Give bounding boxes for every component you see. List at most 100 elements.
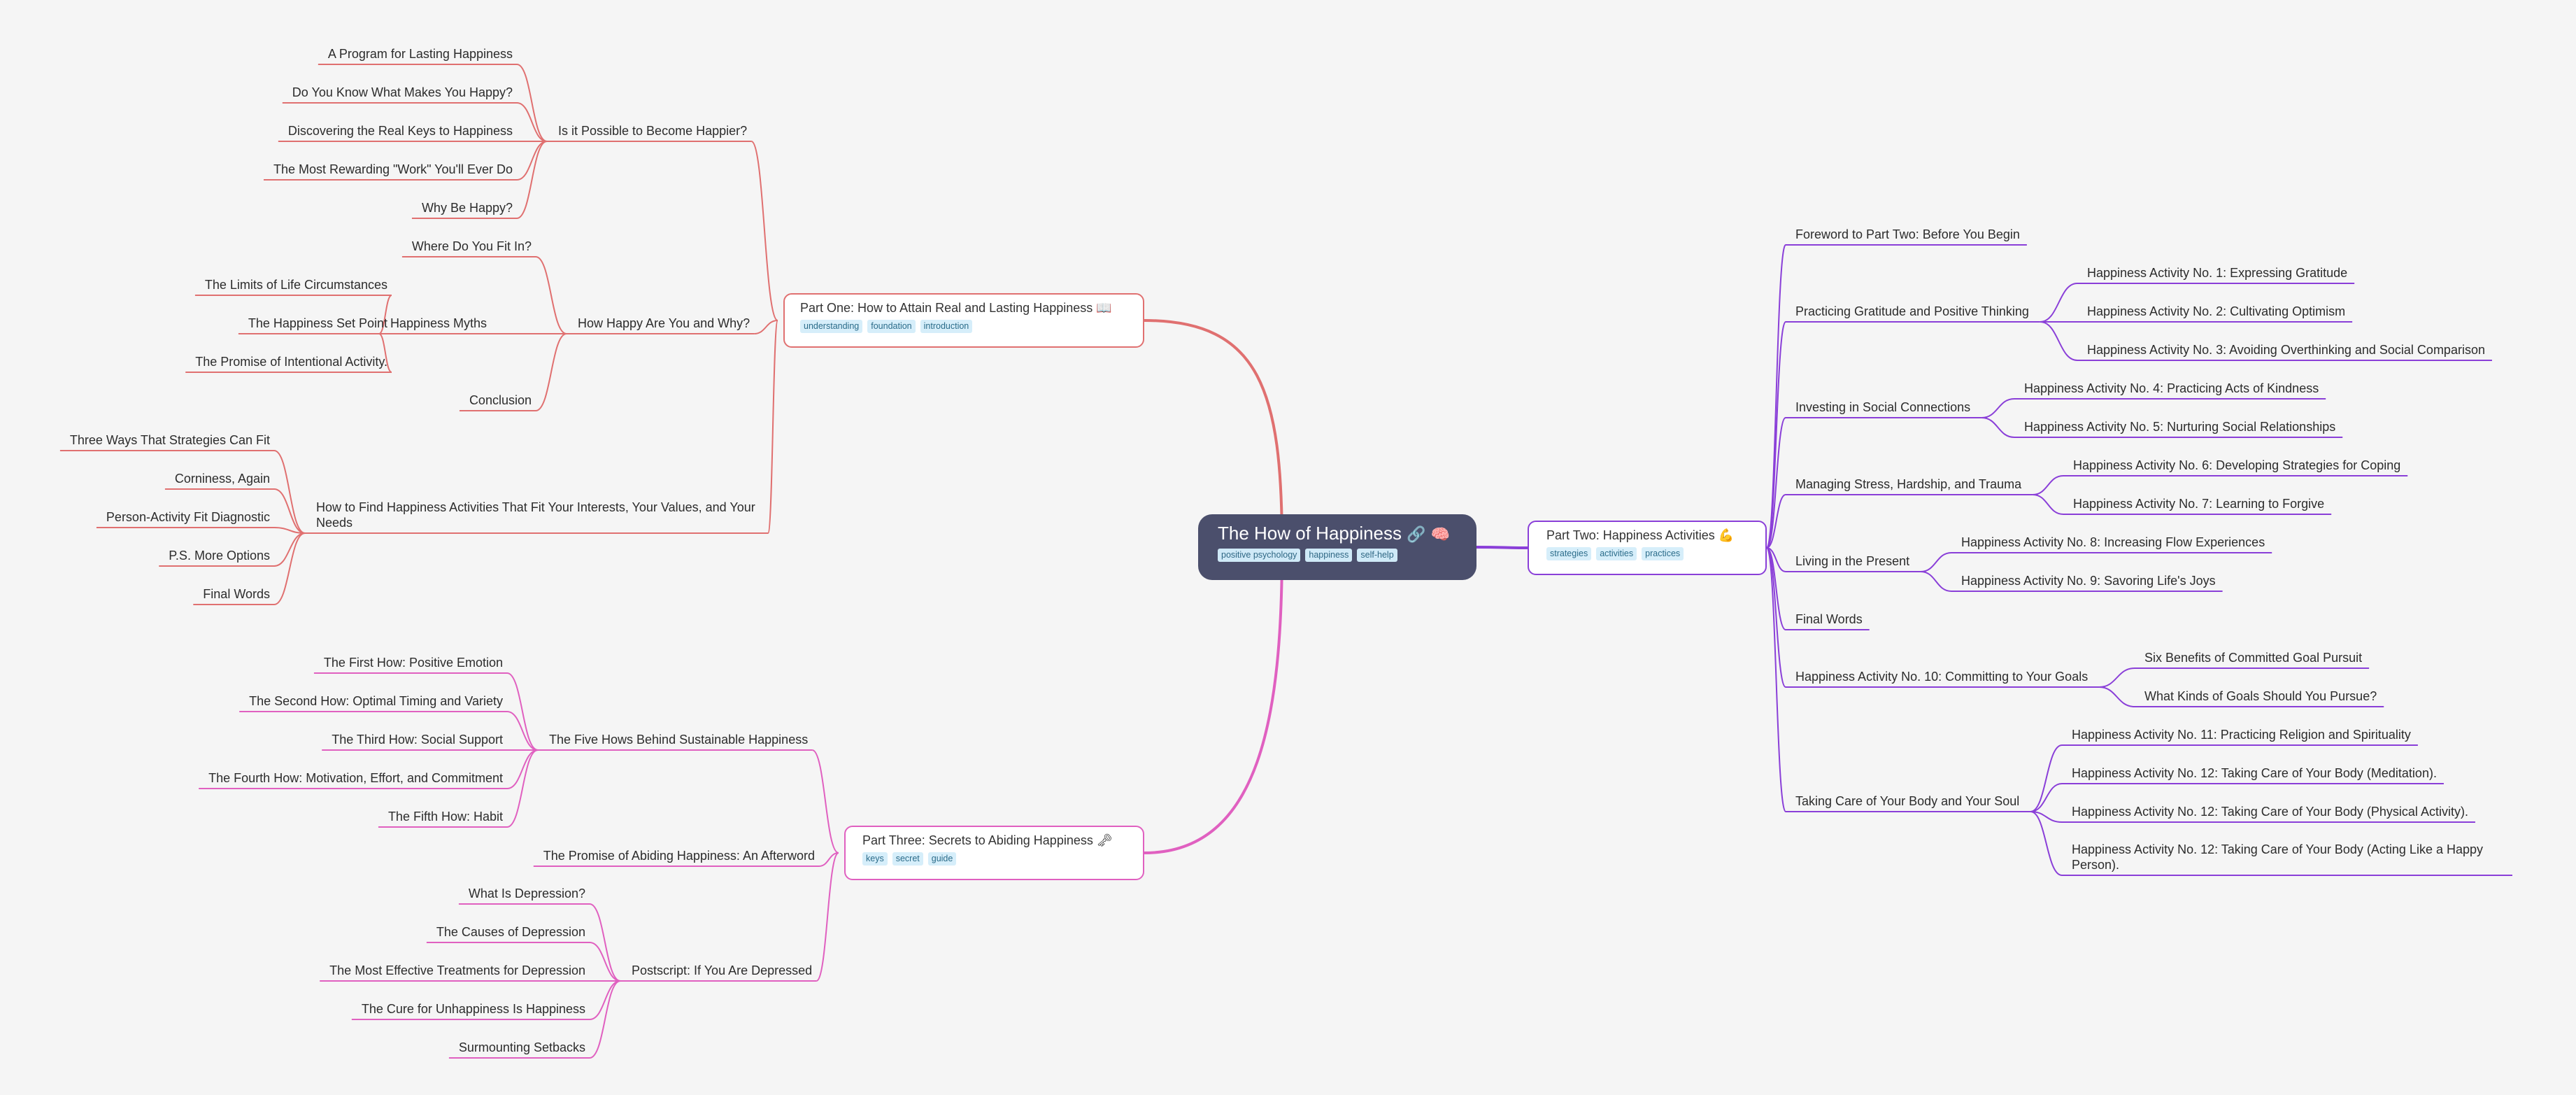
section-label[interactable]: How Happy Are You and Why?: [578, 316, 750, 330]
branch-curve: [506, 749, 539, 789]
leaf-label[interactable]: Happiness Activity No. 8: Increasing Flo…: [1961, 535, 2265, 549]
leaf-label[interactable]: The Causes of Depression: [436, 925, 585, 939]
leaf-label[interactable]: Final Words: [203, 587, 270, 601]
branch-curve: [273, 527, 306, 534]
leaf-label[interactable]: Happiness Activity No. 5: Nurturing Soci…: [2024, 420, 2336, 434]
tag: guide: [927, 852, 957, 866]
branch-curve: [589, 980, 621, 1059]
leaf-label[interactable]: The Limits of Life Circumstances: [204, 278, 387, 292]
branch-curve: [1921, 571, 1952, 592]
section-label[interactable]: Is it Possible to Become Happier?: [558, 124, 748, 138]
leaf-label[interactable]: A Program for Lasting Happiness: [327, 47, 513, 61]
section-label[interactable]: Living in the Present: [1795, 554, 1910, 568]
leaf-label[interactable]: Six Benefits of Committed Goal Pursuit: [2144, 651, 2363, 665]
branch-curve: [2033, 494, 2064, 515]
branch-curve: [1921, 552, 1952, 572]
branch-curve: [1766, 244, 1786, 549]
section-label[interactable]: Final Words: [1795, 612, 1863, 626]
leaf-label[interactable]: Discovering the Real Keys to Happiness: [287, 124, 513, 138]
branch-curve: [516, 141, 548, 181]
section-label[interactable]: Happiness Activity No. 10: Committing to…: [1795, 670, 2088, 684]
leaf-label[interactable]: Corniness, Again: [174, 472, 270, 486]
section-label[interactable]: Investing in Social Connections: [1795, 400, 1971, 414]
branch-curve: [535, 333, 567, 411]
branch-curve: [1981, 417, 2015, 438]
branch-curve: [273, 488, 306, 534]
part-two-node[interactable]: Part Two: Happiness Activities 💪 strateg…: [1528, 521, 1767, 575]
leaf-label[interactable]: Where Do You Fit In?: [411, 239, 532, 253]
branch-curve: [589, 980, 621, 1020]
branch-curve: [2040, 283, 2078, 323]
part-three-tags: keys secret guide: [862, 852, 1126, 866]
root-node[interactable]: The How of Happiness 🔗 🧠 positive psycho…: [1198, 514, 1476, 580]
branch-curve: [1766, 547, 1786, 812]
leaf-label[interactable]: Person-Activity Fit Diagnostic: [106, 510, 270, 524]
leaf-label[interactable]: What Is Depression?: [468, 886, 585, 900]
leaf-label[interactable]: Happiness Activity No. 4: Practicing Act…: [2024, 381, 2319, 395]
leaf-label[interactable]: Happiness Activity No. 7: Learning to Fo…: [2073, 497, 2325, 511]
branch-curve: [1766, 547, 1786, 688]
part-two-tags: strategies activities practices: [1546, 547, 1748, 560]
branch-curve: [506, 749, 539, 828]
tag: practices: [1642, 547, 1684, 560]
branch-curve: [273, 532, 306, 567]
tag: happiness: [1305, 549, 1353, 562]
leaf-label[interactable]: The Third How: Social Support: [332, 733, 503, 747]
leaf-label[interactable]: The Fifth How: Habit: [387, 810, 503, 824]
leaf-label[interactable]: The Most Effective Treatments for Depres…: [329, 963, 585, 977]
tag: strategies: [1546, 547, 1592, 560]
section-label[interactable]: Taking Care of Your Body and Your Soul: [1795, 794, 2020, 808]
part-three-node[interactable]: Part Three: Secrets to Abiding Happiness…: [844, 826, 1144, 880]
branch-curve: [811, 749, 839, 854]
leaf-label[interactable]: The Second How: Optimal Timing and Varie…: [249, 694, 503, 708]
leaf-label[interactable]: Happiness Activity No. 12: Taking Care o…: [2072, 842, 2483, 872]
leaf-label[interactable]: Happiness Activity No. 12: Taking Care o…: [2072, 805, 2468, 819]
branch-curve: [535, 256, 567, 334]
brain-icon: 🧠: [1430, 525, 1451, 543]
branch-curve: [1981, 398, 2015, 418]
branch-curve: [516, 141, 548, 219]
leaf-label[interactable]: What Kinds of Goals Should You Pursue?: [2144, 689, 2377, 703]
leaf-label[interactable]: Happiness Activity No. 12: Taking Care o…: [2072, 766, 2437, 780]
leaf-label[interactable]: Happiness Activity No. 6: Developing Str…: [2073, 458, 2401, 472]
leaf-label[interactable]: The Most Rewarding "Work" You'll Ever Do: [273, 162, 513, 176]
leaf-label[interactable]: Conclusion: [469, 393, 532, 407]
branch-curve: [818, 852, 839, 867]
leaf-label[interactable]: Happiness Activity No. 3: Avoiding Overt…: [2087, 343, 2485, 357]
leaf-label[interactable]: Happiness Activity No. 11: Practicing Re…: [2072, 728, 2411, 742]
leaf-label[interactable]: Happiness Activity No. 2: Cultivating Op…: [2087, 304, 2346, 318]
branch-curve: [2099, 686, 2135, 707]
section-label[interactable]: How to Find Happiness Activities That Fi…: [316, 500, 755, 530]
leaf-label[interactable]: Why Be Happy?: [421, 201, 513, 215]
leaf-label[interactable]: The Promise of Intentional Activity.: [195, 355, 387, 369]
tag: foundation: [867, 320, 916, 333]
section-label[interactable]: Managing Stress, Hardship, and Trauma: [1795, 477, 2022, 491]
part-one-node[interactable]: Part One: How to Attain Real and Lasting…: [783, 293, 1144, 348]
leaf-label[interactable]: P.S. More Options: [169, 549, 270, 563]
leaf-label[interactable]: The Cure for Unhappiness Is Happiness: [361, 1002, 585, 1016]
leaf-label[interactable]: Do You Know What Makes You Happy?: [292, 85, 513, 99]
leaf-label[interactable]: Happiness Myths: [390, 316, 487, 330]
part-one-title: Part One: How to Attain Real and Lasting…: [800, 301, 1093, 315]
section-label[interactable]: The Five Hows Behind Sustainable Happine…: [549, 733, 809, 747]
section-label[interactable]: Foreword to Part Two: Before You Begin: [1795, 227, 2020, 241]
section-label[interactable]: The Promise of Abiding Happiness: An Aft…: [543, 849, 815, 863]
tag: understanding: [800, 320, 863, 333]
tag: self-help: [1357, 549, 1397, 562]
leaf-label[interactable]: Surmounting Setbacks: [458, 1040, 585, 1054]
section-label[interactable]: Postscript: If You Are Depressed: [632, 963, 813, 977]
part-one-tags: understanding foundation introduction: [800, 320, 1127, 333]
section-label[interactable]: Practicing Gratitude and Positive Thinki…: [1795, 304, 2029, 318]
leaf-label[interactable]: The Fourth How: Motivation, Effort, and …: [208, 771, 503, 785]
branch-curve: [378, 295, 392, 334]
part-three-title: Part Three: Secrets to Abiding Happiness: [862, 833, 1093, 847]
leaf-label[interactable]: Happiness Activity No. 1: Expressing Gra…: [2087, 266, 2348, 280]
leaf-label[interactable]: Three Ways That Strategies Can Fit: [69, 433, 270, 447]
leaf-label[interactable]: Happiness Activity No. 9: Savoring Life'…: [1961, 574, 2216, 588]
branch-curve: [2040, 321, 2078, 361]
leaf-label[interactable]: The First How: Positive Emotion: [323, 656, 503, 670]
leaf-label[interactable]: The Happiness Set Point: [248, 316, 387, 330]
tag: positive psychology: [1218, 549, 1301, 562]
key-icon: 🗝: [1096, 833, 1113, 847]
